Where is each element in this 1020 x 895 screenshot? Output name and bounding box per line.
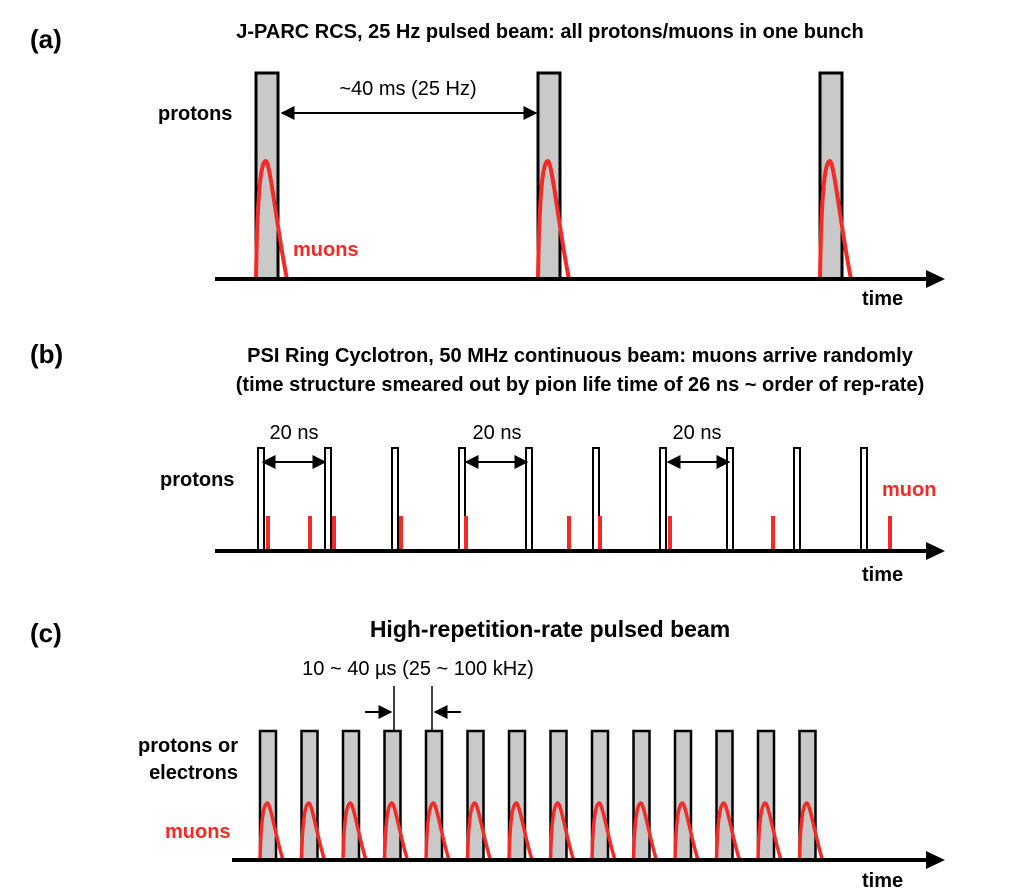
panel-a-pulses — [254, 71, 853, 281]
proton-pulse — [525, 447, 533, 552]
panel-c-protons-label-line1: protons or — [138, 735, 238, 757]
proton-pulse — [793, 447, 801, 552]
panel-a-muons-label: muons — [293, 239, 359, 261]
panel-b-spacing-label-3: 20 ns — [673, 422, 722, 444]
panel-a: (a) J-PARC RCS, 25 Hz pulsed beam: all p… — [30, 21, 945, 310]
muon-distribution — [465, 801, 493, 862]
panel-c-time-label: time — [862, 870, 903, 892]
panel-b-time-label: time — [862, 564, 903, 586]
panel-b-pulses — [257, 447, 868, 552]
panel-b-spacing-label-2: 20 ns — [473, 422, 522, 444]
muon-distribution — [382, 801, 410, 862]
panel-b-label: (b) — [30, 339, 63, 369]
muon-distribution — [341, 801, 368, 862]
panel-b-time-arrowhead — [926, 542, 945, 560]
muon-distribution — [818, 158, 853, 281]
panel-c: (c) High-repetition-rate pulsed beam 10 … — [30, 616, 945, 892]
panel-b-muons — [266, 516, 892, 549]
muon-distribution — [756, 801, 783, 862]
panel-b-spacing-label-1: 20 ns — [270, 422, 319, 444]
muon-distribution — [507, 801, 534, 862]
panel-a-time-label: time — [862, 288, 903, 310]
panel-a-title: J-PARC RCS, 25 Hz pulsed beam: all proto… — [236, 21, 863, 43]
panel-c-muons-label: muons — [165, 821, 231, 843]
panel-b-title-line1: PSI Ring Cyclotron, 50 MHz continuous be… — [247, 345, 914, 367]
panel-a-label: (a) — [30, 24, 62, 54]
proton-pulse — [659, 447, 667, 552]
proton-pulse — [391, 447, 399, 552]
panel-b-muon-label: muon — [882, 479, 936, 501]
muon-distribution — [714, 801, 742, 862]
proton-pulse — [860, 447, 868, 552]
panel-c-title: High-repetition-rate pulsed beam — [370, 616, 730, 642]
panel-a-spacing-label: ~40 ms (25 Hz) — [339, 78, 476, 100]
panel-a-protons-label: protons — [158, 103, 232, 125]
panel-c-spacing-label: 10 ~ 40 µs (25 ~ 100 kHz) — [302, 658, 534, 680]
proton-pulse — [324, 447, 332, 552]
panel-c-time-arrowhead — [926, 851, 945, 869]
muon-distribution — [797, 801, 825, 862]
muon-distribution — [548, 801, 576, 862]
muon-distribution — [299, 801, 327, 862]
muon-distribution — [424, 801, 451, 862]
panel-b-title-line2: (time structure smeared out by pion life… — [236, 374, 924, 396]
muon-distribution — [590, 801, 617, 862]
panel-b-protons-label: protons — [160, 469, 234, 491]
proton-pulse — [257, 447, 265, 552]
panel-a-time-arrowhead — [926, 270, 945, 288]
muon-distribution — [254, 158, 289, 281]
muon-distribution — [631, 801, 659, 862]
muon-distribution — [673, 801, 700, 862]
panel-c-protons-label-line2: electrons — [149, 762, 238, 784]
proton-pulse — [726, 447, 734, 552]
muon-distribution — [258, 801, 285, 862]
panel-b: (b) PSI Ring Cyclotron, 50 MHz continuou… — [30, 339, 945, 586]
muon-distribution — [536, 158, 571, 281]
panel-c-label: (c) — [30, 618, 62, 648]
panel-c-pulses — [258, 729, 825, 862]
